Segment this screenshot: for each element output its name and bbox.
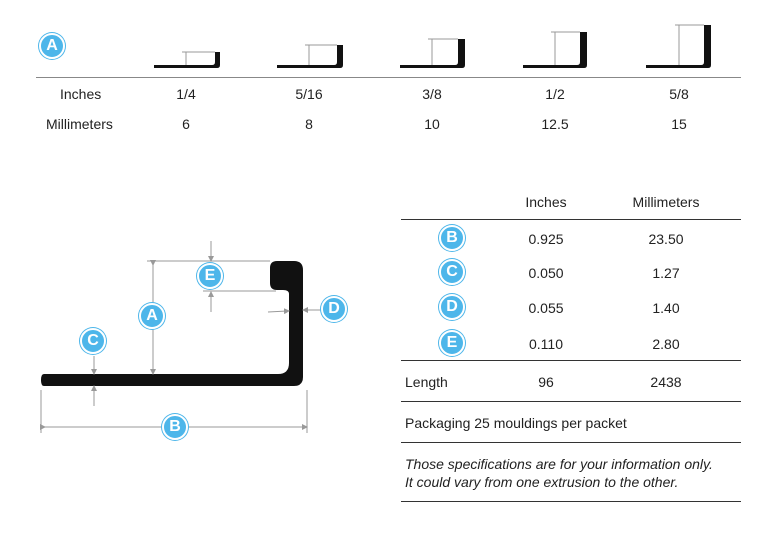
profile-1-2 [523,31,587,68]
size-inches-cell: 1/2 [545,86,565,102]
spec-packaging-rule [401,442,741,443]
size-mm-cell: 15 [671,116,687,132]
profile-3-8 [400,38,465,68]
size-inches-cell: 5/16 [295,86,323,102]
spec-inches-cell: 0.050 [528,265,564,281]
spec-packaging: Packaging 25 mouldings per packet [405,415,627,431]
spec-badge-d: D [439,294,465,320]
spec-rows-rule [401,360,741,361]
profile-5-16 [277,44,343,68]
profile-5-8 [646,24,711,68]
spec-badge-c: C [439,259,465,285]
spec-mm-cell: 23.50 [648,231,684,247]
size-inches-cell: 3/8 [422,86,442,102]
spec-length-mm: 2438 [650,374,682,390]
spec-inches-cell: 0.110 [529,336,563,352]
size-table-rule [36,77,741,78]
spec-badge-e: E [439,330,465,356]
size-row-label-mm: Millimeters [46,116,113,132]
size-profiles-illustration [154,24,711,68]
spec-header-rule [401,219,741,220]
badge-e: E [197,263,223,289]
spec-length-label: Length [405,374,448,390]
size-mm-cell: 6 [182,116,190,132]
spec-mm-cell: 1.40 [652,300,680,316]
size-mm-cell: 12.5 [541,116,569,132]
size-inches-cell: 5/8 [669,86,689,102]
spec-note-line1: Those specifications are for your inform… [405,456,713,472]
badge-b: B [162,414,188,440]
size-row-label-inches: Inches [60,86,102,102]
size-mm-cell: 10 [424,116,440,132]
spec-note-line2: It could vary from one extrusion to the … [405,474,679,490]
profile-1-4 [154,51,220,68]
spec-length-inches: 96 [538,374,554,390]
size-mm-cell: 8 [305,116,313,132]
spec-mm-cell: 1.27 [652,265,680,281]
spec-header-mm: Millimeters [632,194,700,210]
badge-d: D [321,296,347,322]
size-inches-cell: 1/4 [176,86,196,102]
spec-mm-cell: 2.80 [652,336,680,352]
spec-header-inches: Inches [525,194,567,210]
profile-shape [41,261,303,386]
spec-note-rule [401,501,741,502]
spec-inches-cell: 0.055 [528,300,564,316]
spec-length-rule [401,401,741,402]
badge-c: C [80,328,106,354]
badge-a-detail: A [139,303,165,329]
spec-badge-b: B [439,225,465,251]
spec-inches-cell: 0.925 [528,231,564,247]
badge-a: A [39,33,65,59]
